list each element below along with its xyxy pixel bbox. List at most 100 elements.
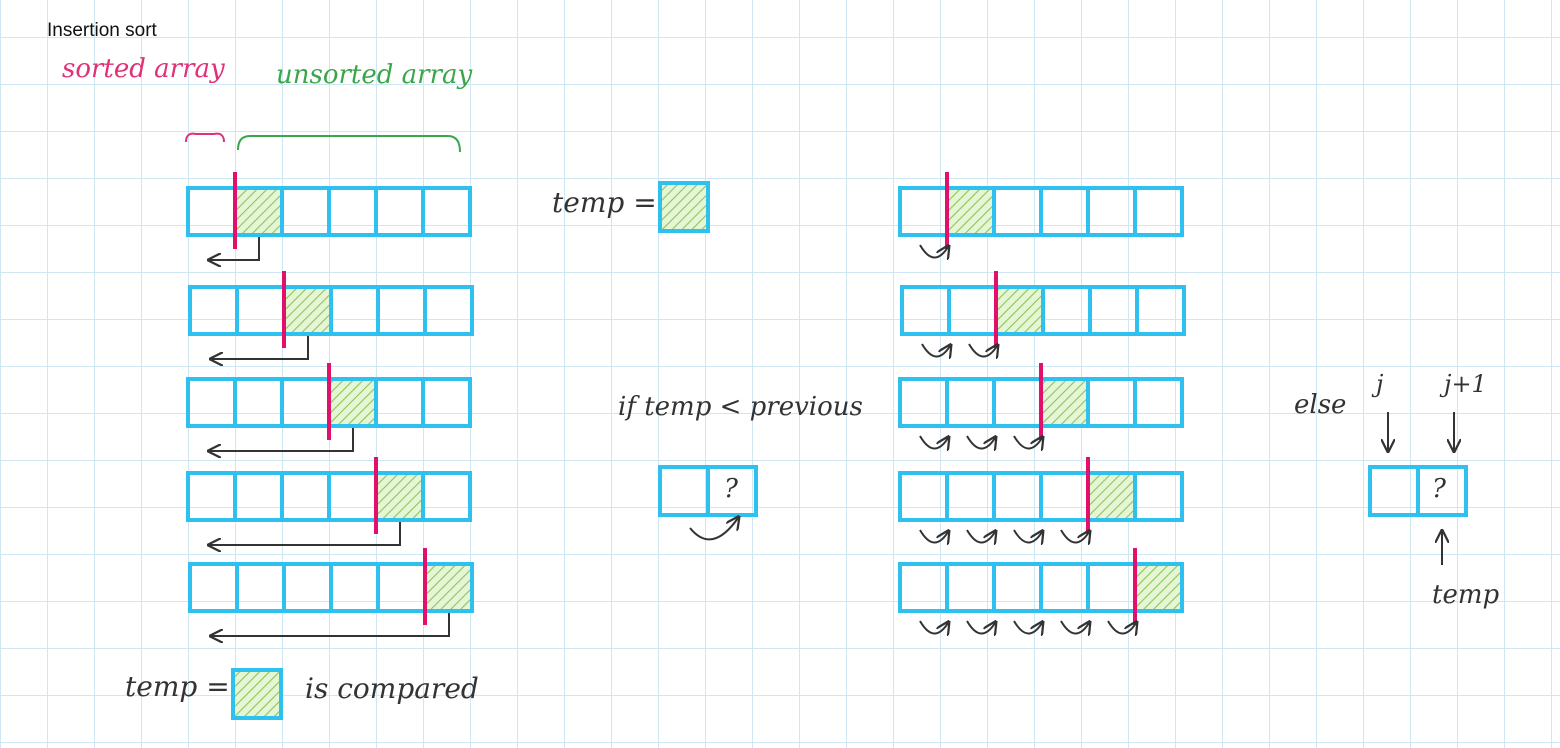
array-cell bbox=[992, 562, 1043, 613]
left-array-steps bbox=[186, 172, 474, 636]
array-cell bbox=[1086, 562, 1137, 613]
array-cell bbox=[1039, 562, 1090, 613]
left-arrow bbox=[210, 428, 354, 451]
curved-swap-arrow bbox=[919, 245, 948, 258]
left-step-5 bbox=[188, 548, 474, 636]
unsorted-bracket bbox=[237, 135, 461, 153]
array-cell bbox=[329, 562, 380, 613]
array-cell bbox=[186, 377, 237, 428]
curved-swap-arrow bbox=[966, 436, 995, 449]
curved-swap-arrow bbox=[1013, 436, 1042, 449]
array-cell bbox=[376, 562, 427, 613]
array-cell bbox=[945, 471, 996, 522]
curved-swap-arrow bbox=[1060, 530, 1089, 543]
hatched-cell bbox=[327, 377, 378, 428]
array-cell bbox=[1039, 471, 1090, 522]
else-label: else bbox=[1294, 390, 1347, 420]
if-cell-current bbox=[706, 465, 758, 517]
array-cell bbox=[280, 377, 331, 428]
array-cell bbox=[1088, 285, 1139, 336]
curved-swap-arrow bbox=[1013, 621, 1042, 634]
left-arrow bbox=[212, 613, 450, 636]
middle-array-steps bbox=[898, 172, 1186, 634]
temp-cell-top bbox=[658, 181, 710, 233]
hatched-cell bbox=[994, 285, 1045, 336]
curved-swap-arrow bbox=[689, 518, 738, 541]
array-cell bbox=[947, 285, 998, 336]
array-cell bbox=[374, 186, 425, 237]
array-cell bbox=[992, 186, 1043, 237]
hatched-cell bbox=[282, 285, 333, 336]
array-cell bbox=[235, 285, 286, 336]
array-cell bbox=[186, 471, 237, 522]
temp-label-bottom: temp = bbox=[125, 670, 230, 703]
else-cell-j-plus-one bbox=[1416, 465, 1468, 517]
sorted-bracket bbox=[185, 132, 225, 143]
left-arrow bbox=[210, 522, 401, 545]
array-cell bbox=[282, 562, 333, 613]
array-cell bbox=[898, 471, 949, 522]
array-cell bbox=[376, 285, 427, 336]
middle-step-5 bbox=[898, 548, 1184, 634]
array-cell bbox=[898, 562, 949, 613]
array-cell bbox=[945, 377, 996, 428]
array-cell bbox=[1133, 186, 1184, 237]
array-cell bbox=[235, 562, 286, 613]
array-cell bbox=[421, 186, 472, 237]
array-cell bbox=[188, 285, 239, 336]
array-cell bbox=[1133, 471, 1184, 522]
hatched-cell bbox=[1133, 562, 1184, 613]
if-cell-previous bbox=[658, 465, 710, 517]
hatched-cell bbox=[233, 186, 284, 237]
array-cell bbox=[421, 471, 472, 522]
j-plus-one-label: j+1 bbox=[1444, 370, 1487, 398]
curved-swap-arrow bbox=[966, 621, 995, 634]
array-cell bbox=[233, 377, 284, 428]
left-step-2 bbox=[188, 271, 474, 359]
middle-step-1 bbox=[898, 172, 1184, 258]
curved-swap-arrow bbox=[919, 436, 948, 449]
curved-swap-arrow bbox=[919, 621, 948, 634]
unsorted-array-label: unsorted array bbox=[276, 60, 473, 90]
curved-swap-arrow bbox=[1013, 530, 1042, 543]
hatched-cell bbox=[1039, 377, 1090, 428]
array-cell bbox=[992, 471, 1043, 522]
array-cell bbox=[327, 471, 378, 522]
array-cell bbox=[898, 377, 949, 428]
array-cell bbox=[423, 285, 474, 336]
array-cell bbox=[1039, 186, 1090, 237]
else-cell-j bbox=[1368, 465, 1420, 517]
sorted-array-label: sorted array bbox=[62, 54, 225, 84]
array-cell bbox=[945, 562, 996, 613]
array-cell bbox=[327, 186, 378, 237]
curved-swap-arrow bbox=[968, 344, 997, 357]
if-condition-label: if temp < previous bbox=[618, 392, 863, 422]
hatched-cell bbox=[945, 186, 996, 237]
curved-swap-arrow bbox=[966, 530, 995, 543]
j-label: j bbox=[1376, 370, 1384, 398]
hatched-cell bbox=[1086, 471, 1137, 522]
temp-cell-bottom bbox=[231, 668, 283, 720]
array-cell bbox=[188, 562, 239, 613]
array-cell bbox=[329, 285, 380, 336]
hatched-cell bbox=[374, 471, 425, 522]
array-cell bbox=[374, 377, 425, 428]
array-cell bbox=[900, 285, 951, 336]
left-step-3 bbox=[186, 363, 472, 451]
curved-swap-arrow bbox=[1107, 621, 1136, 634]
question-left: ? bbox=[724, 474, 738, 504]
array-cell bbox=[1086, 186, 1137, 237]
page-title: Insertion sort bbox=[47, 20, 157, 41]
temp-right-label: temp bbox=[1432, 580, 1500, 610]
array-cell bbox=[233, 471, 284, 522]
middle-step-4 bbox=[898, 457, 1184, 543]
curved-swap-arrow bbox=[921, 344, 950, 357]
middle-step-3 bbox=[898, 363, 1184, 449]
left-step-4 bbox=[186, 457, 472, 545]
array-cell bbox=[280, 471, 331, 522]
curved-swap-arrow bbox=[919, 530, 948, 543]
left-arrow bbox=[210, 237, 260, 260]
array-cell bbox=[992, 377, 1043, 428]
